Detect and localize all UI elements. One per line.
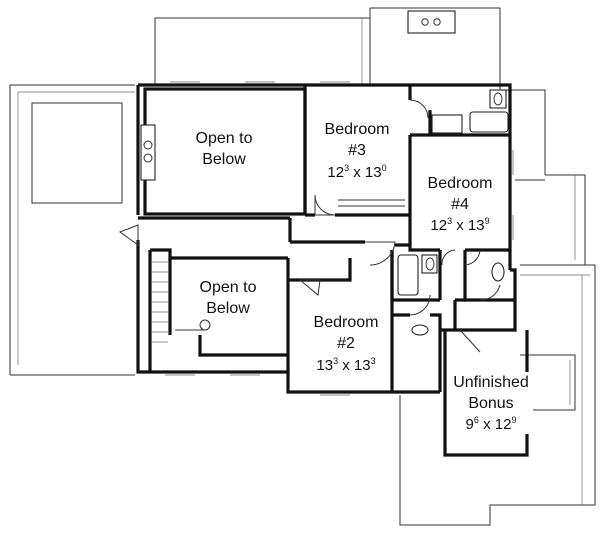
room-label-line2: Bonus bbox=[468, 395, 513, 412]
room-label-line1: Bedroom bbox=[428, 175, 493, 192]
room-unfinished-bonus: Unfinished Bonus 96 x 129 bbox=[453, 372, 533, 434]
room-label-line2: Below bbox=[206, 300, 250, 317]
porch-cooktop bbox=[407, 10, 456, 34]
room-label-line2: #2 bbox=[337, 335, 355, 352]
fixtures bbox=[140, 89, 509, 343]
roof-outlines bbox=[9, 7, 596, 526]
room-label-line2: Below bbox=[202, 151, 246, 168]
room-label-line1: Bedroom bbox=[314, 314, 379, 331]
room-bedroom-4: Bedroom #4 123 x 139 bbox=[428, 175, 493, 234]
room-label-line1: Open to bbox=[200, 279, 257, 296]
room-bedroom-2: Bedroom #2 133 x 133 bbox=[314, 314, 379, 374]
room-label-line1: Bedroom bbox=[325, 121, 390, 138]
room-label-line2: #3 bbox=[348, 142, 366, 159]
windows bbox=[165, 81, 514, 396]
room-bedroom-3: Bedroom #3 123 x 130 bbox=[325, 121, 390, 181]
room-label-line2: #4 bbox=[451, 196, 469, 213]
room-dimensions: 123 x 130 bbox=[327, 163, 386, 181]
room-open-to-below-1: Open to Below bbox=[196, 130, 253, 168]
room-dimensions: 133 x 133 bbox=[316, 356, 375, 374]
room-dimensions: 96 x 129 bbox=[466, 415, 517, 433]
room-label-line1: Open to bbox=[196, 130, 253, 147]
doors bbox=[118, 99, 501, 353]
room-label-line1: Unfinished bbox=[453, 374, 529, 391]
room-dimensions: 123 x 139 bbox=[430, 216, 489, 234]
room-open-to-below-2: Open to Below bbox=[200, 279, 257, 317]
